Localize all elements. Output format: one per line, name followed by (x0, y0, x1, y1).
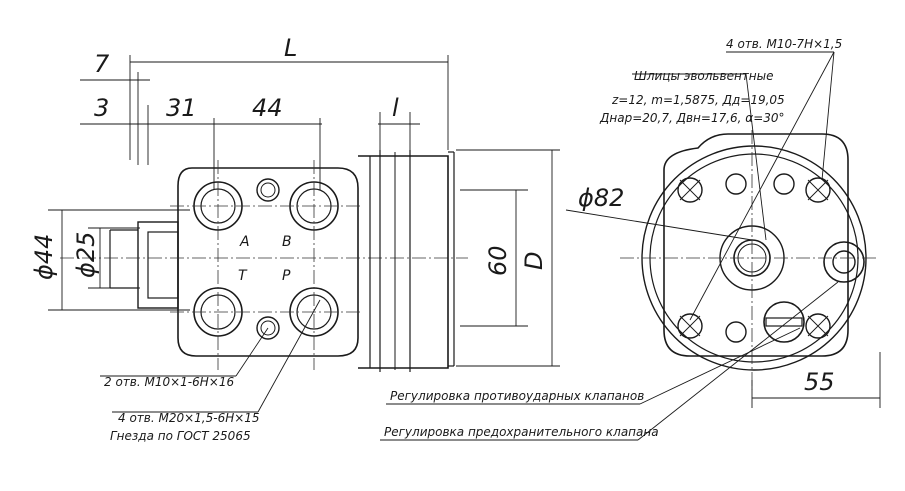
side-view (48, 55, 560, 413)
front-view (380, 51, 881, 441)
port-label-T: T (238, 268, 248, 284)
note-holes-m10: 2 отв. М10×1-6Н×16 (104, 375, 234, 389)
dimension-60: 60 (484, 245, 512, 276)
dimension-phi44: ϕ44 (30, 234, 58, 280)
note-relief-valve: Регулировка предохранительного клапана (384, 425, 659, 439)
note-shock-valves: Регулировка противоударных клапанов (390, 389, 644, 403)
dimension-44: 44 (252, 94, 283, 122)
dimension-phi82: ϕ82 (578, 184, 624, 212)
note-splines-title: Шлицы эвольвентные (634, 69, 774, 83)
note-splines-line2: Днар=20,7, Двн=17,6, α=30° (599, 111, 785, 125)
dimension-7: 7 (94, 50, 110, 78)
port-label-A: A (239, 234, 250, 250)
dimension-3: 3 (94, 94, 109, 122)
port-label-B: B (282, 234, 292, 250)
dimension-31: 31 (166, 94, 197, 122)
dimension-D: D (520, 252, 548, 270)
dimension-phi25: ϕ25 (72, 232, 100, 278)
note-holes-m20: 4 отв. М20×1,5-6Н×15 (118, 411, 260, 425)
dimension-55: 55 (804, 368, 835, 396)
note-gost: Гнезда по ГОСТ 25065 (110, 429, 251, 443)
dimension-L: L (284, 34, 297, 62)
port-label-P: P (282, 268, 291, 284)
note-holes-rear: 4 отв. М10-7Н×1,5 (726, 37, 842, 51)
dimension-l: l (392, 94, 399, 122)
note-splines-line1: z=12, m=1,5875, Дд=19,05 (611, 93, 785, 107)
